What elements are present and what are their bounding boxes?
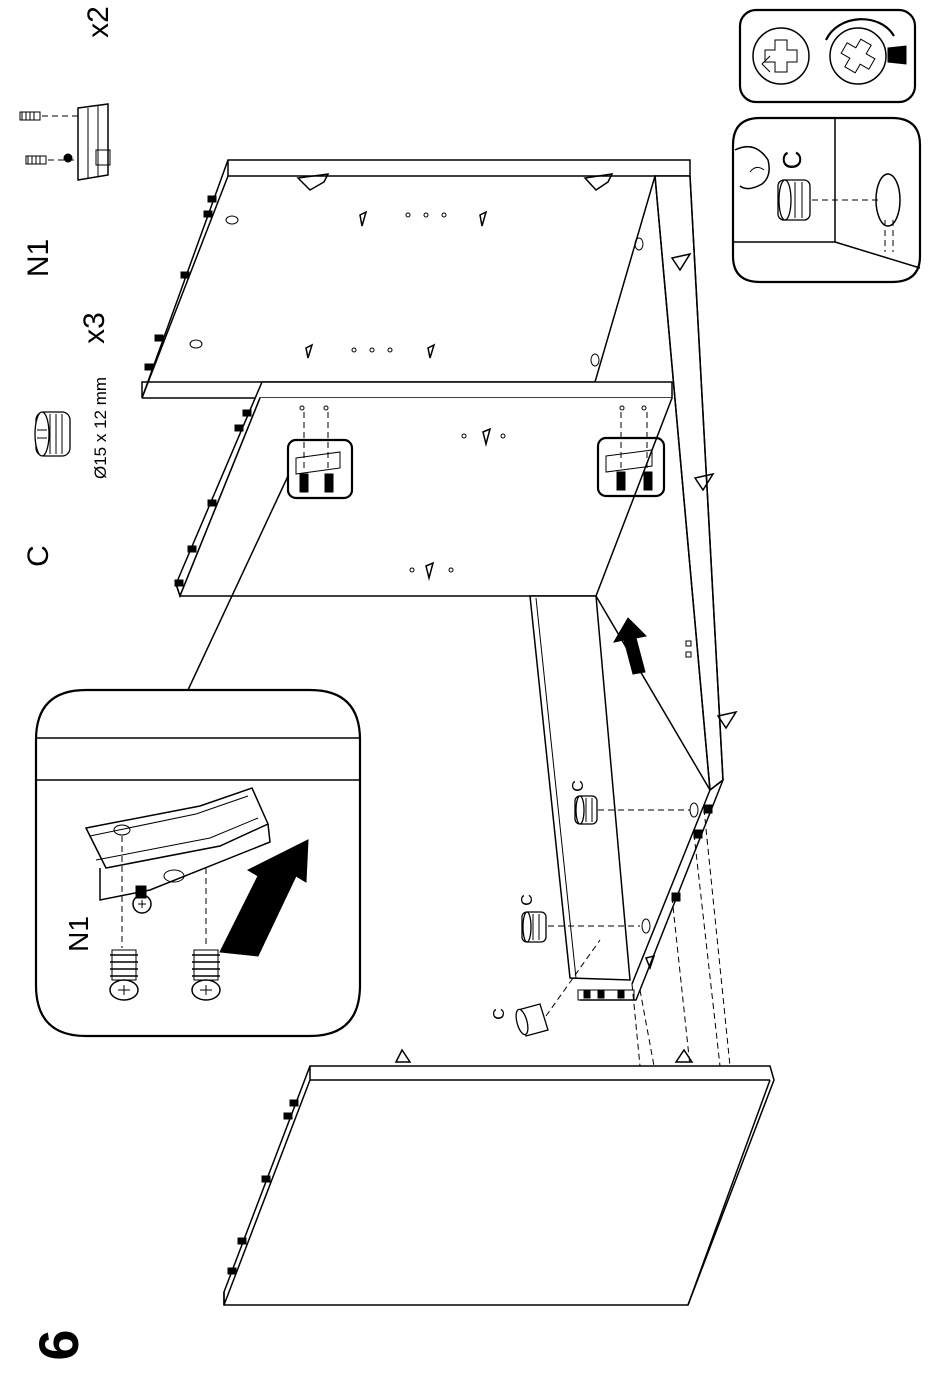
cam-rotation-detail — [740, 10, 915, 102]
parts-list: x2 N1 x3 Ø15 x 12 mm C — [20, 6, 115, 567]
carcass-assembly: C C C — [142, 160, 774, 1305]
part-c-count: x3 — [78, 312, 111, 344]
runner-detail-label: N1 — [63, 916, 94, 952]
drawer-runner-screw-icon — [20, 104, 110, 180]
cam-label-2: C — [519, 894, 536, 906]
screw-right — [192, 950, 220, 1000]
step-number: 6 — [27, 1329, 90, 1360]
part-n1-code: N1 — [22, 239, 55, 277]
cam-label-1: C — [570, 780, 587, 792]
part-c-size: Ø15 x 12 mm — [91, 377, 110, 479]
part-n1-count: x2 — [82, 6, 115, 38]
cam-lock-icon — [35, 412, 70, 456]
part-c-code: C — [22, 545, 55, 567]
cam-label-3: C — [491, 1008, 508, 1020]
cam-detail-label: C — [777, 151, 807, 170]
screw-left — [110, 950, 138, 1000]
cam-insertion-detail: C — [733, 118, 920, 282]
